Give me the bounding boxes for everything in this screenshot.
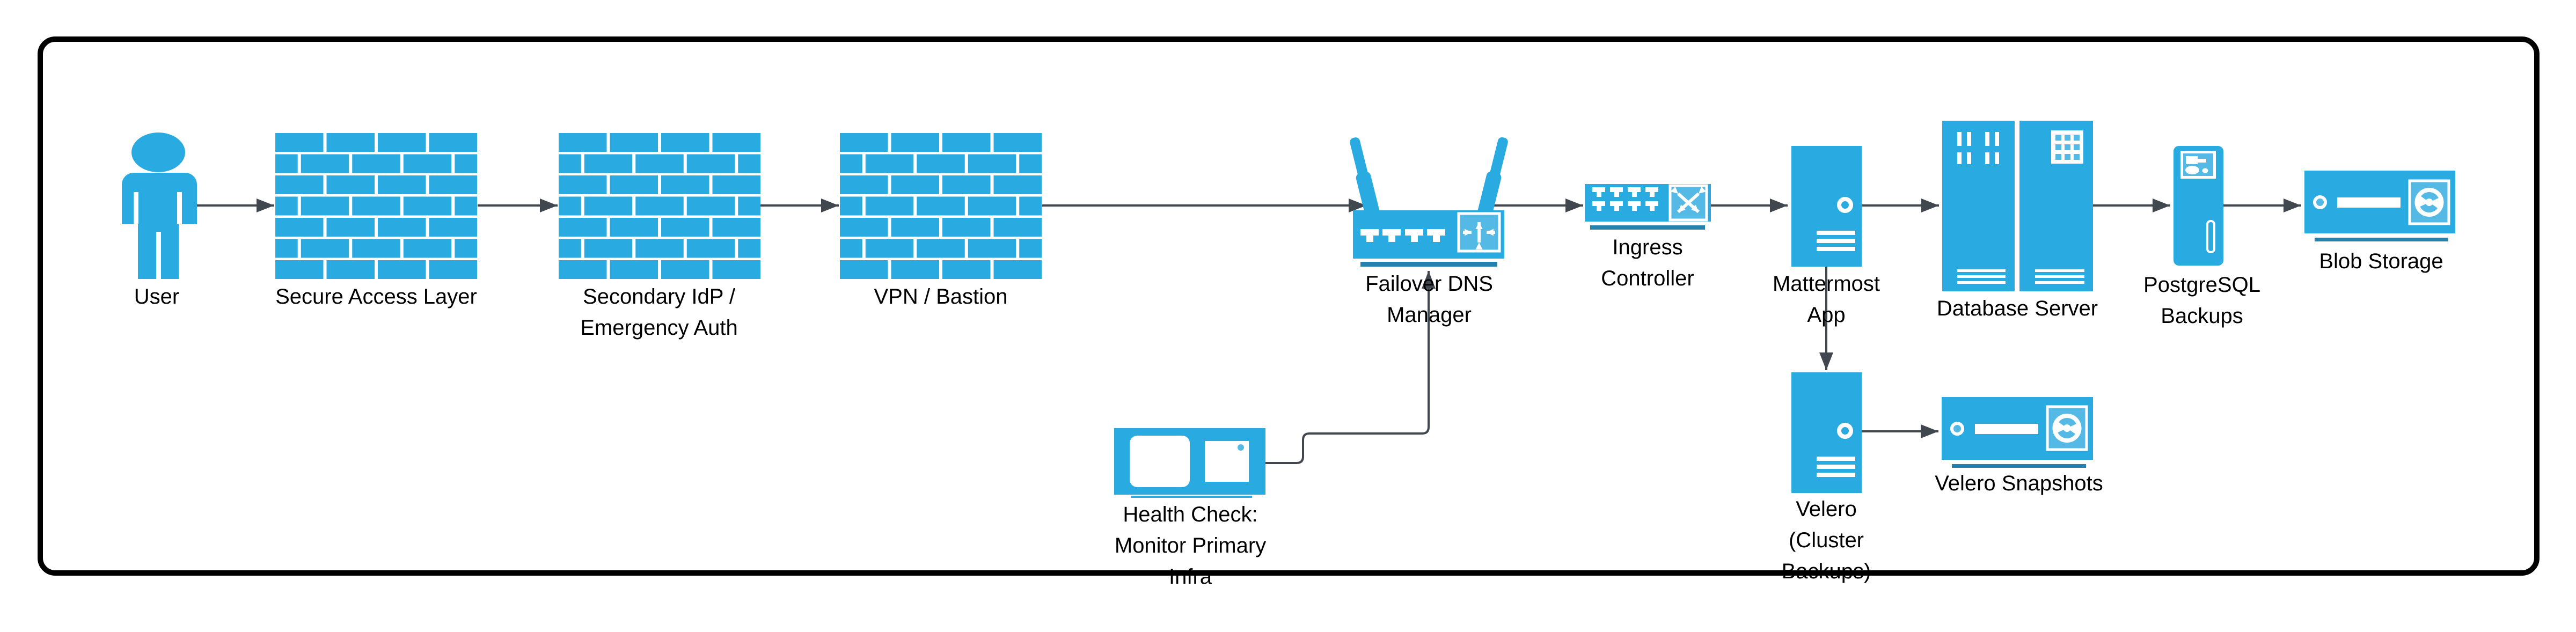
firewall-icon-secondary-idp [559, 133, 760, 279]
rack-slots [1957, 269, 2084, 284]
backup-tower-icon [2174, 146, 2223, 266]
router-shadow-bar [1360, 262, 1497, 267]
switch-ports [1592, 187, 1658, 211]
wireless-router-icon [1350, 137, 1508, 267]
rack-server-pair-icon [1942, 121, 2093, 291]
monitor-underline [1131, 496, 1252, 498]
node-label-secondary-idp: Secondary IdP / Emergency Auth [580, 285, 738, 340]
edge-health-check-to-failover-dns [1265, 271, 1436, 464]
router-antenna-left [1350, 137, 1380, 219]
monitor-icon [1114, 428, 1265, 498]
backup-slot [2206, 220, 2215, 253]
storage-shadow-bar [2315, 238, 2448, 241]
node-label-velero: Velero (Cluster Backups) [1781, 497, 1871, 583]
node-label-postgresql-backups: PostgreSQL Backups [2143, 273, 2260, 328]
server-tower-icon-mattermost [1791, 146, 1862, 267]
node-label-ingress-controller: Ingress Controller [1601, 236, 1694, 290]
node-label-blob-storage: Blob Storage [2319, 249, 2443, 273]
disk-storage-icon-velero-snapshots [1942, 397, 2093, 468]
person-icon [122, 133, 197, 279]
switch-crossover-arrows [1670, 186, 1707, 214]
switch-icon [1585, 184, 1711, 230]
server-tower-icon-velero [1791, 372, 1862, 493]
node-label-failover-dns: Failover DNS Manager [1365, 272, 1493, 327]
node-label-secure-access-layer: Secure Access Layer [275, 285, 477, 308]
firewall-icon-secure-access-layer [275, 133, 477, 279]
switch-shadow-bar [1590, 225, 1705, 230]
rack-vents [1957, 132, 1999, 164]
firewall-icon-vpn-bastion [840, 133, 1042, 279]
disk-storage-icon-blob [2304, 171, 2455, 241]
node-label-user: User [134, 285, 180, 308]
node-label-vpn-bastion: VPN / Bastion [874, 285, 1008, 308]
backup-screen-glyphs [2185, 156, 2208, 174]
connectors [196, 199, 2301, 464]
diagram-border [38, 36, 2540, 576]
node-label-database-server: Database Server [1936, 297, 2098, 320]
node-label-velero-snapshots: Velero Snapshots [1935, 472, 2103, 495]
storage-shadow-bar [1952, 464, 2086, 468]
node-label-health-check: Health Check: Monitor Primary Infra [1114, 503, 1267, 589]
router-ports [1360, 229, 1445, 242]
node-label-mattermost-app: Mattermost App [1772, 272, 1880, 327]
router-cross-arrows [1463, 222, 1495, 249]
router-antenna-right [1477, 137, 1508, 219]
